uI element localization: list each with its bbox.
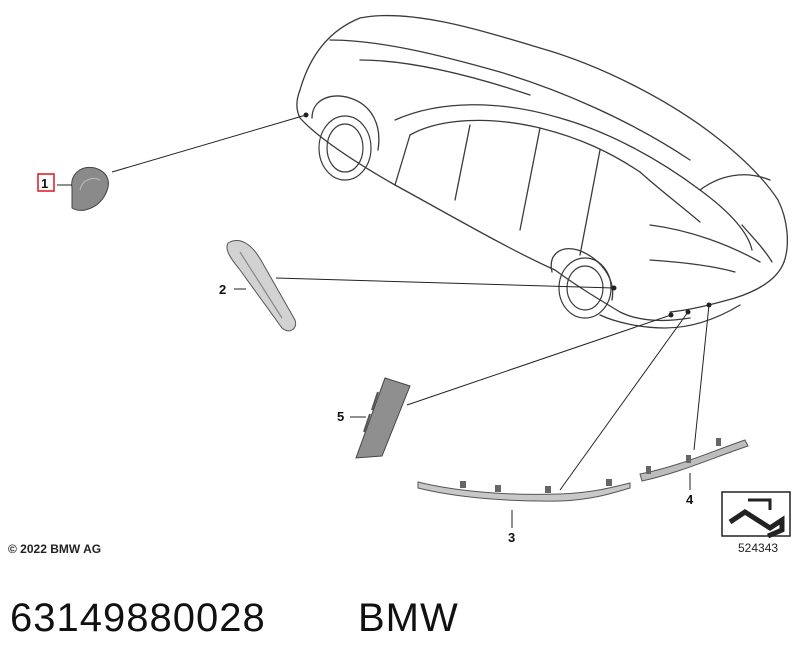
callout-1[interactable]: 1 bbox=[41, 176, 48, 191]
callout-5[interactable]: 5 bbox=[337, 409, 344, 424]
car-outline bbox=[296, 14, 788, 329]
parts-diagram: 1 2 3 4 5 bbox=[37, 14, 791, 545]
copyright-text: © 2022 BMW AG bbox=[8, 542, 102, 556]
callout-1-highlight bbox=[37, 173, 55, 192]
part-5-corner-trim[interactable] bbox=[355, 377, 411, 459]
part-info-bar: 63149880028 BMW bbox=[0, 588, 800, 672]
part-3-bumper-strip[interactable] bbox=[417, 479, 631, 502]
part-4-bumper-strip[interactable] bbox=[639, 438, 749, 482]
brand-name: BMW bbox=[358, 596, 459, 640]
reference-arrow-icon bbox=[721, 491, 791, 539]
reference-number: 524343 bbox=[738, 541, 779, 555]
callout-3[interactable]: 3 bbox=[508, 530, 515, 545]
callout-4[interactable]: 4 bbox=[686, 492, 694, 507]
leader-lines bbox=[57, 112, 712, 528]
callout-2[interactable]: 2 bbox=[219, 282, 226, 297]
front-wheel bbox=[318, 115, 372, 181]
part-number: 63149880028 bbox=[10, 596, 266, 640]
part-2-side-trim[interactable] bbox=[226, 239, 297, 332]
part-1-reflector[interactable] bbox=[71, 166, 109, 211]
